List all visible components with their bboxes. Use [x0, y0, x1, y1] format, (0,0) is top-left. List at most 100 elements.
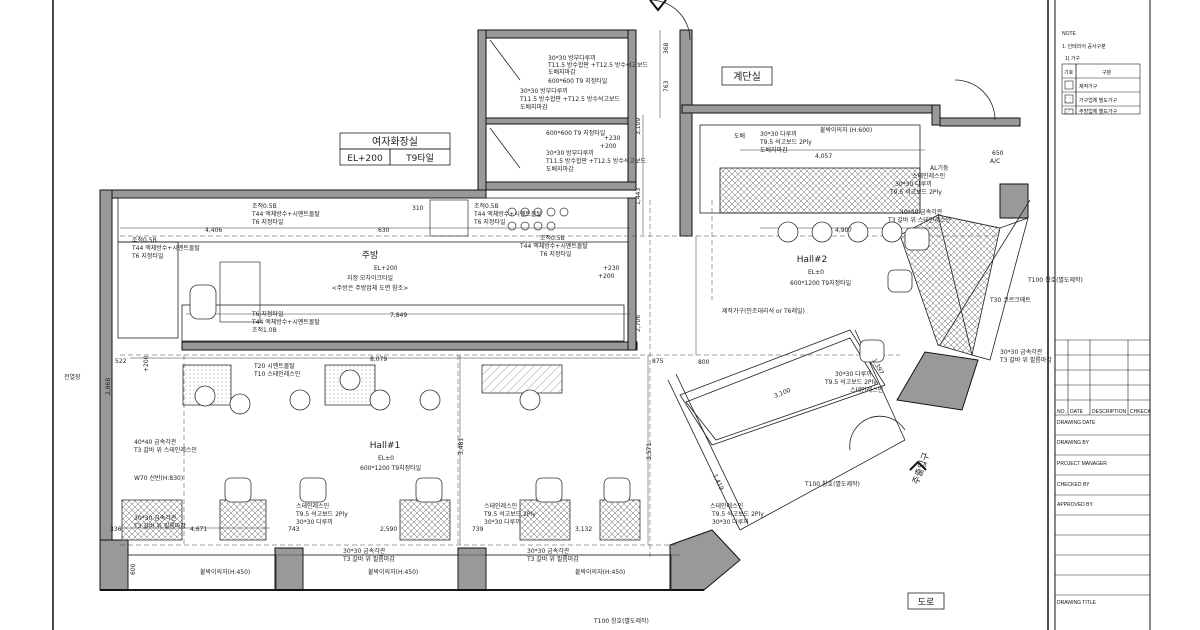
- annotation: 조적0.5B: [474, 203, 499, 210]
- exit-arrow-icon: [909, 460, 927, 471]
- tb-field: APPROVED BY: [1057, 502, 1094, 508]
- annotation: 30*30 다루끼: [760, 130, 797, 138]
- annotation: 조적1.0B: [252, 327, 277, 334]
- annotation: 8,079: [370, 356, 387, 363]
- title-block: [1055, 63, 1150, 596]
- annotation: 도배지마감: [520, 103, 548, 111]
- note-line: 1) 가구: [1065, 55, 1080, 62]
- hall1-level: EL±0: [378, 455, 394, 462]
- annotation: 1,419: [711, 473, 725, 492]
- annotation: T10 스테인레스인: [253, 370, 300, 378]
- annotation: 600*600 T9 지정타일: [546, 129, 605, 137]
- annotation: T44 액체방수+시멘트몰탈: [251, 318, 320, 326]
- annotation: 522: [115, 358, 127, 365]
- annotation: T9.5 석고보드 2Ply: [295, 510, 348, 518]
- hall2-level: EL±0: [808, 269, 824, 276]
- annotation: T3 갈바 위 필름마감: [526, 555, 579, 563]
- annotation: 도배지마감: [548, 68, 576, 76]
- annotation: 30*30 금속각관: [527, 547, 570, 555]
- annotation: T44 액체방수+시멘트몰탈: [519, 242, 588, 250]
- annotation: T3 갈바 위 스테인레스인: [887, 216, 951, 224]
- tb-field: CHECKED BY: [1057, 482, 1090, 488]
- annotation: 도배지마감: [760, 146, 788, 154]
- annotation: 붙박이의자(H:450): [368, 568, 418, 576]
- annotation: 도배: [734, 132, 745, 140]
- annotation: +230: [603, 265, 620, 272]
- annotation: 3,571: [646, 443, 653, 460]
- restroom-level: EL+200: [347, 154, 383, 164]
- annotation: 스테인레스인: [710, 502, 743, 510]
- legend-header: 구분: [1102, 70, 1112, 76]
- annotation: 30*30 금속각관: [343, 547, 386, 555]
- annotation: T20 시멘트몰탈: [253, 362, 295, 370]
- annotation: 743: [288, 526, 300, 533]
- rev-col: DESCRIPTION: [1092, 409, 1127, 415]
- rev-col: DATE: [1070, 409, 1084, 415]
- hall2-title: Hall#2: [797, 255, 828, 265]
- annotation: T11.5 방수합판 +T12.5 방수석고보드: [545, 157, 646, 165]
- annotation: 조적0.5B: [252, 203, 277, 210]
- annotation: 도배지마감: [546, 165, 574, 173]
- annotation: T6 지정타일: [539, 250, 571, 258]
- annotation: 600: [130, 563, 137, 575]
- annotation: W70 선반(H:830): [134, 474, 183, 482]
- annotation: 30*30 방부다루끼: [546, 149, 594, 157]
- annotation: 30*30 금속각관: [134, 514, 177, 522]
- annotation: T11.5 방수합판 +T12.5 방수석고보드: [547, 61, 648, 69]
- annotation: 1,443: [635, 188, 642, 205]
- annotation: 4,406: [205, 227, 222, 234]
- annotation: 스테인레스인: [912, 172, 945, 180]
- annotation: 30*30 다루끼: [835, 370, 872, 378]
- annotation: 630: [378, 227, 390, 234]
- annotation: 875: [652, 358, 664, 365]
- annotation: 30*30 다루끼: [895, 180, 932, 188]
- legend-row: 주방업체 별도가구: [1079, 108, 1118, 115]
- restroom-tile: T9타일: [405, 153, 434, 164]
- annotation: 7,849: [390, 312, 407, 319]
- walls: [99, 29, 1029, 591]
- annotation: 30*30 다루끼: [712, 518, 749, 526]
- annotation: 30*30 금속각관: [1000, 348, 1043, 356]
- annotation: +200: [598, 273, 615, 280]
- annotation: T9.5 석고보드 2Ply: [711, 510, 764, 518]
- annotation: T100 창호(별도제작): [593, 617, 649, 625]
- stairs-label: 계단실: [733, 71, 761, 83]
- annotation: 2,706: [635, 315, 642, 332]
- kitchen-title: 주방: [362, 250, 379, 261]
- annotation: 3,100: [773, 387, 792, 400]
- annotation: 3,109: [635, 118, 642, 135]
- annotation: 1,397: [870, 358, 885, 377]
- annotation: 4,671: [190, 526, 207, 533]
- annotation: T6 지정타일: [473, 218, 505, 226]
- annotation: T6 지정타일: [251, 310, 283, 318]
- kitchen-note: 지정 모자이크타일: [347, 274, 393, 282]
- tb-field: PROJECT MANAGER: [1057, 461, 1107, 467]
- kitchen-note: <주방은 주방업체 도면 참조>: [332, 284, 409, 292]
- annotation: 30*30 다루끼: [484, 518, 521, 526]
- legend-row: 가구업체 별도가구: [1079, 97, 1118, 104]
- hall2-floor: 600*1200 T9지정타일: [790, 279, 851, 287]
- hall1-floor: 600*1200 T9지정타일: [360, 464, 421, 472]
- restroom-title: 여자화장실: [372, 136, 418, 148]
- annotation: 763: [663, 80, 670, 92]
- annotation: 스테인레스인: [296, 502, 329, 510]
- note-line: 1. 인테리어 공사구분: [1062, 43, 1106, 50]
- annotation: 붙박이의자 (H:600): [820, 126, 872, 134]
- annotation: T3 갈바 위 필름마감: [342, 555, 395, 563]
- hall1-title: Hall#1: [370, 441, 401, 451]
- note-heading: NOTE: [1062, 31, 1077, 37]
- annotation: 전열장: [64, 373, 81, 381]
- annotation: A/C: [990, 158, 1000, 165]
- annotation: 조적0.5B: [132, 237, 157, 244]
- annotation: 3,481: [458, 438, 465, 455]
- annotation: T44 액체방수+시멘트몰탈: [131, 244, 200, 252]
- annotation: 조적0.5B: [540, 235, 565, 242]
- annotation: +200: [600, 143, 617, 150]
- annotation: T100 창호(별도제작): [1027, 276, 1083, 284]
- annotation: AL기둥: [930, 164, 949, 172]
- annotation: T3 갈바 위 스테인레스인: [133, 446, 197, 454]
- annotation: 30*30 방부다루끼: [548, 54, 596, 62]
- annotation: 2,590: [380, 526, 397, 533]
- annotation: 30*30 방부다루끼: [520, 87, 568, 95]
- annotation: T9.5 석고보드 2Ply: [483, 510, 536, 518]
